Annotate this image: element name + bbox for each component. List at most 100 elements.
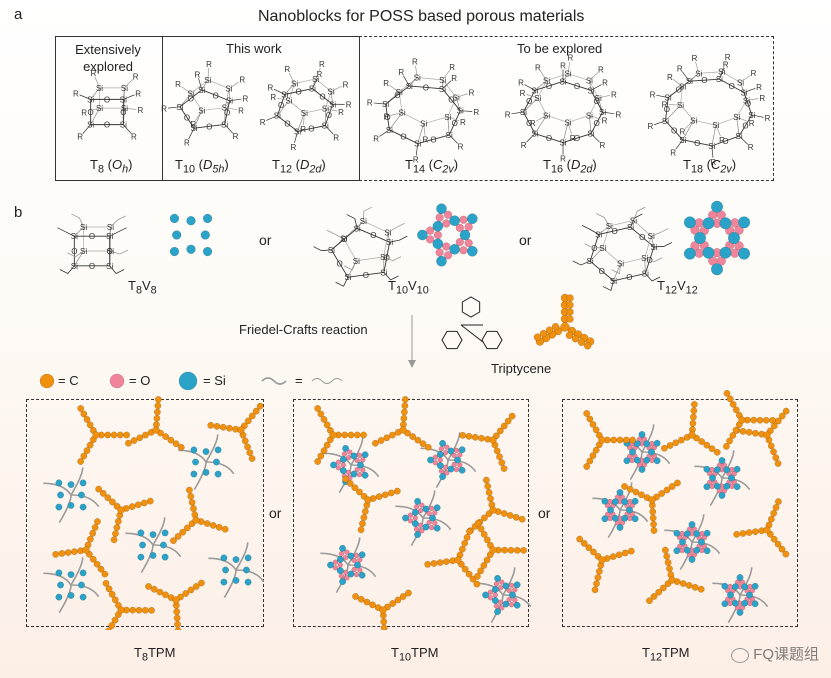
silicon-label: Si bbox=[281, 90, 288, 99]
silicon-atom bbox=[436, 462, 444, 470]
oxygen-atom bbox=[338, 551, 345, 557]
carbon-atom bbox=[182, 590, 190, 597]
alkyl-chain bbox=[208, 557, 237, 571]
carbon-atom bbox=[424, 560, 432, 568]
silicon-atom bbox=[159, 541, 167, 549]
r-group-label: R bbox=[570, 134, 576, 143]
silicon-atom bbox=[67, 501, 75, 509]
silicon-label: Si bbox=[190, 124, 197, 133]
carbon-atom bbox=[215, 523, 223, 531]
silicon-label: Si bbox=[718, 68, 725, 77]
r-group-label: R bbox=[719, 136, 725, 145]
silicon-atom bbox=[728, 474, 735, 482]
r-group-label: R bbox=[81, 108, 87, 117]
carbon-atom bbox=[500, 422, 508, 430]
silicon-atom bbox=[232, 556, 240, 564]
silicon-atom bbox=[616, 524, 624, 531]
r-group-label: R bbox=[662, 100, 668, 109]
silicon-label: Si bbox=[677, 101, 684, 110]
carbon-atom bbox=[774, 498, 782, 506]
carbon-atom bbox=[369, 601, 376, 609]
silicon-label: Si bbox=[198, 107, 205, 116]
vinyl-group bbox=[71, 213, 84, 228]
silicon-atom bbox=[449, 243, 460, 255]
silicon-atom bbox=[139, 541, 147, 549]
carbon-atom bbox=[663, 486, 671, 494]
silicon-label: Si bbox=[586, 77, 593, 86]
oxygen-atom bbox=[506, 587, 512, 594]
silicon-label: Si bbox=[642, 270, 649, 279]
silicon-atom bbox=[57, 581, 65, 589]
r-group-label: R bbox=[398, 68, 404, 77]
silicon-atom bbox=[186, 244, 196, 254]
alkyl-chain bbox=[739, 567, 753, 596]
carbon-atom bbox=[778, 412, 786, 420]
carbon-atom bbox=[352, 593, 360, 600]
alkyl-chain bbox=[70, 584, 100, 598]
carbon-atom bbox=[650, 527, 658, 534]
r-group-label: R bbox=[133, 72, 139, 81]
oxygen-label: O bbox=[206, 122, 212, 131]
silicon-atom bbox=[733, 465, 741, 473]
alkyl-chain bbox=[721, 477, 751, 491]
silicon-label: Si bbox=[121, 104, 128, 113]
oxygen-atom bbox=[351, 557, 357, 564]
alkyl-chain bbox=[739, 594, 769, 608]
silicon-atom bbox=[733, 483, 741, 491]
carbon-atom bbox=[518, 515, 526, 523]
carbon-atom bbox=[130, 437, 138, 444]
vinyl-group bbox=[383, 256, 402, 262]
alkyl-chain bbox=[422, 517, 452, 531]
alkyl-chain bbox=[350, 464, 380, 478]
r-group-label: R bbox=[239, 76, 245, 85]
r-group-label: R bbox=[598, 66, 604, 75]
carbon-atom bbox=[142, 431, 149, 439]
alkyl-chain bbox=[235, 542, 249, 571]
carbon-atom bbox=[393, 487, 401, 495]
silicon-label: Si bbox=[679, 136, 686, 145]
carbon-atom bbox=[188, 498, 196, 506]
carbon-atom bbox=[109, 498, 116, 506]
r-group-label: R bbox=[521, 141, 527, 150]
oxygen-atom bbox=[419, 502, 425, 508]
carbon-atom bbox=[483, 556, 491, 564]
silicon-label: Si bbox=[716, 75, 723, 84]
oxygen-label: O bbox=[599, 267, 605, 276]
oxygen-atom bbox=[354, 457, 360, 464]
alkyl-chain bbox=[347, 564, 377, 578]
silicon-atom bbox=[623, 457, 631, 465]
oxygen-atom bbox=[706, 479, 713, 486]
carbon-atom bbox=[86, 421, 94, 429]
silicon-atom bbox=[693, 546, 701, 554]
oxygen-atom bbox=[724, 587, 731, 594]
carbon-atom bbox=[114, 517, 122, 525]
product-label-t12tpm: T12TPM bbox=[642, 645, 690, 664]
oxygen-atom bbox=[506, 596, 512, 603]
silicon-atom bbox=[491, 585, 499, 593]
carbon-atom bbox=[167, 436, 175, 444]
oxygen-atom bbox=[497, 584, 504, 591]
carbon-atom bbox=[593, 580, 600, 588]
carbon-atom bbox=[738, 416, 746, 424]
benzene-ring bbox=[441, 330, 463, 350]
oxygen-label: O bbox=[671, 126, 677, 135]
carbon-atom bbox=[772, 504, 780, 511]
carbon-atom bbox=[347, 431, 355, 439]
oxygen-atom bbox=[492, 592, 499, 598]
oxygen-atom bbox=[360, 467, 366, 473]
r-group-label: R bbox=[194, 70, 200, 79]
carbon-atom bbox=[190, 505, 197, 513]
silicon-atom bbox=[439, 473, 447, 481]
oxygen-atom bbox=[443, 210, 453, 219]
carbon-atom bbox=[650, 520, 658, 528]
silicon-atom bbox=[137, 529, 145, 537]
carbon-atom bbox=[770, 448, 777, 456]
silicon-label: Si bbox=[344, 273, 351, 282]
carbon-atom bbox=[364, 496, 372, 504]
carbon-atom bbox=[598, 436, 606, 444]
r-group-label: R bbox=[300, 125, 306, 134]
silicon-atom bbox=[432, 238, 444, 250]
carbon-atom bbox=[357, 595, 365, 603]
vinyl-group bbox=[644, 257, 663, 263]
